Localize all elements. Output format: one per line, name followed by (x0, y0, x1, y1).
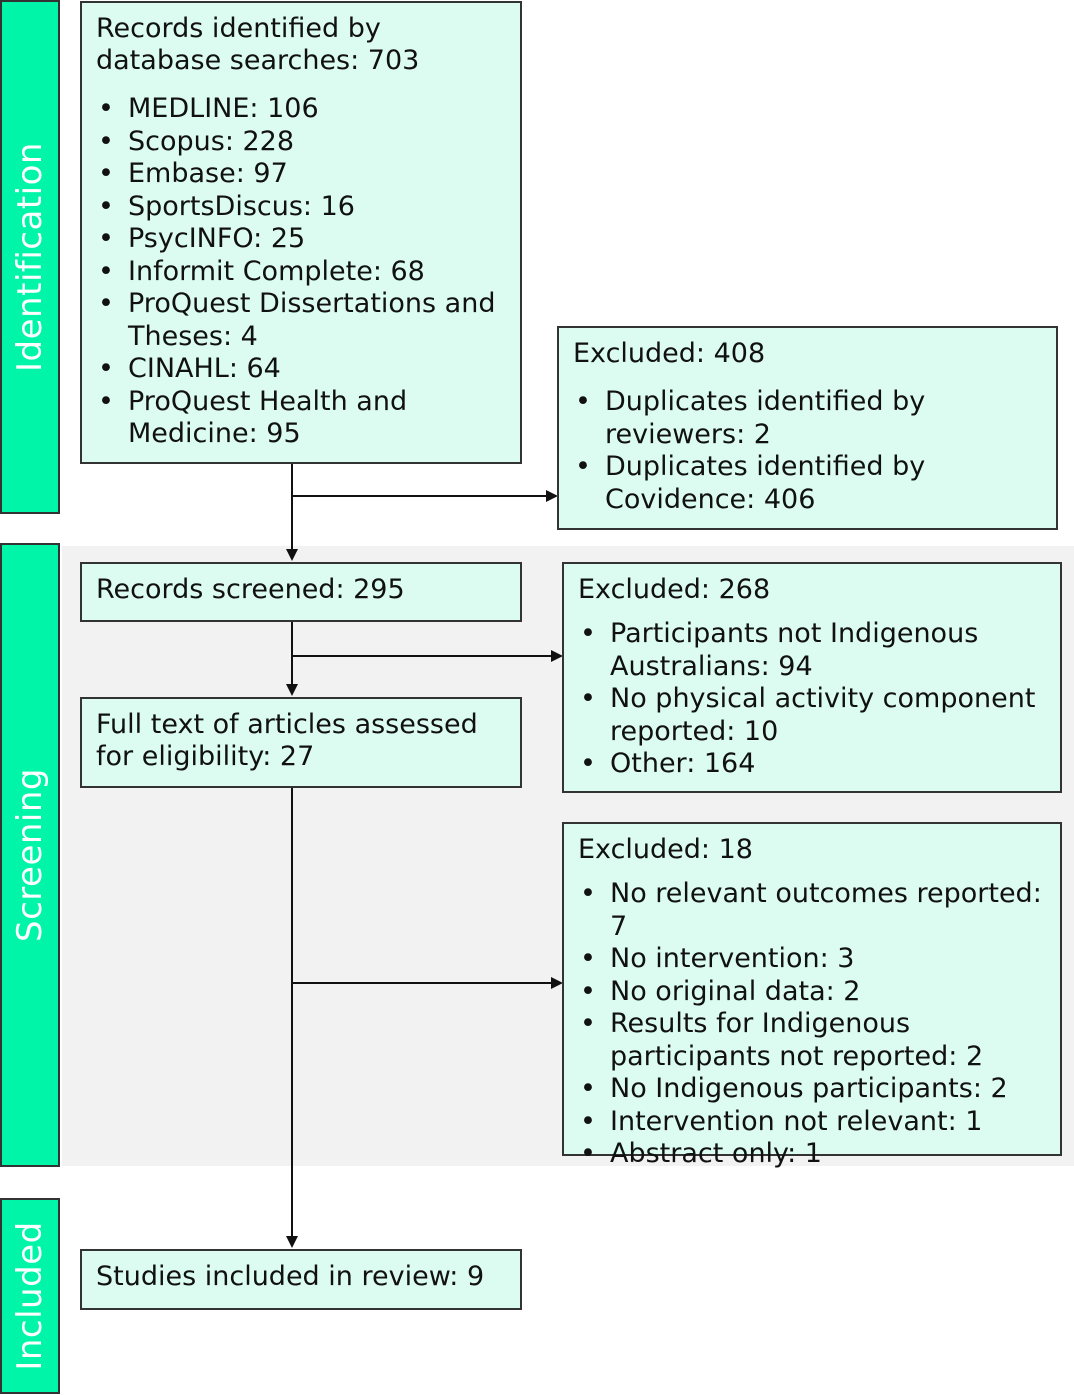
stage-identification: Identification (0, 0, 60, 514)
list-item: No intervention: 3 (578, 943, 1046, 976)
stage-included: Included (0, 1198, 60, 1394)
box-records-screened: Records screened: 295 (80, 562, 522, 622)
list-item: Abstract only: 1 (578, 1138, 1046, 1171)
stage-screening: Screening (0, 543, 60, 1167)
list-item: PsycINFO: 25 (96, 223, 506, 256)
box-records-identified: Records identified by database searches:… (80, 1, 522, 464)
list-item: No relevant outcomes reported: 7 (578, 878, 1046, 943)
box-excluded-screening: Excluded: 268 Participants not Indigenou… (562, 562, 1062, 793)
box-fulltext-assessed: Full text of articles assessed for eligi… (80, 697, 522, 788)
list-item: Results for Indigenous participants not … (578, 1008, 1046, 1073)
box-title: Excluded: 18 (578, 834, 753, 865)
list-item: ProQuest Dissertations and Theses: 4 (96, 288, 506, 353)
box-title: Full text of articles assessed for eligi… (96, 709, 478, 772)
box-title: Excluded: 268 (578, 574, 771, 605)
exclusion-list: Participants not Indigenous Australians:… (578, 618, 1046, 781)
list-item: Intervention not relevant: 1 (578, 1106, 1046, 1139)
list-item: Informit Complete: 68 (96, 256, 506, 289)
list-item: No physical activity component reported:… (578, 683, 1046, 748)
list-item: ProQuest Health and Medicine: 95 (96, 386, 506, 451)
box-title: Records identified by database searches:… (96, 13, 420, 76)
box-title: Excluded: 408 (573, 338, 766, 369)
box-studies-included: Studies included in review: 9 (80, 1249, 522, 1310)
list-item: Participants not Indigenous Australians:… (578, 618, 1046, 683)
box-title: Studies included in review: 9 (96, 1261, 485, 1292)
list-item: SportsDiscus: 16 (96, 191, 506, 224)
source-list: MEDLINE: 106 Scopus: 228 Embase: 97 Spor… (96, 93, 506, 451)
list-item: Other: 164 (578, 748, 1046, 781)
list-item: Duplicates identified by reviewers: 2 (573, 386, 1042, 451)
list-item: CINAHL: 64 (96, 353, 506, 386)
list-item: Scopus: 228 (96, 126, 506, 159)
exclusion-list: Duplicates identified by reviewers: 2 Du… (573, 386, 1042, 516)
list-item: MEDLINE: 106 (96, 93, 506, 126)
list-item: Duplicates identified by Covidence: 406 (573, 451, 1042, 516)
box-excluded-fulltext: Excluded: 18 No relevant outcomes report… (562, 822, 1062, 1170)
list-item: No original data: 2 (578, 976, 1046, 1009)
list-item: No Indigenous participants: 2 (578, 1073, 1046, 1106)
box-excluded-duplicates: Excluded: 408 Duplicates identified by r… (557, 326, 1058, 530)
exclusion-list: No relevant outcomes reported: 7 No inte… (578, 878, 1046, 1171)
list-item: Embase: 97 (96, 158, 506, 191)
box-title: Records screened: 295 (96, 574, 405, 605)
